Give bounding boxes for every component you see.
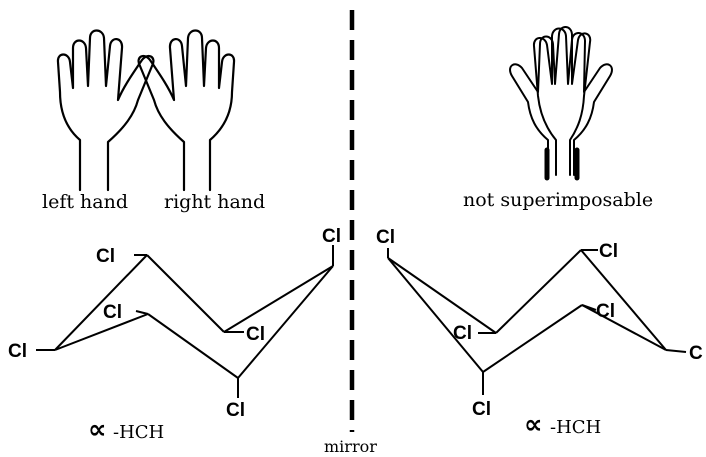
not-superimposable-label: not superimposable [463,189,653,211]
right-hand-icon [137,29,236,192]
left-hand-icon [56,29,155,192]
right-molecule [387,248,687,395]
chlorine-atom: Cl [96,246,115,267]
alpha-symbol-icon: ∝ [88,415,107,445]
right-isomer-label: -HCH [550,417,601,438]
chlorine-atom: Cl [596,301,615,322]
mirror-label: mirror [324,437,377,456]
left-molecule [36,245,334,398]
left-isomer-label: -HCH [113,422,164,443]
overlapping-hands-icon [509,26,613,181]
right-molecule-atoms: Cl Cl Cl Cl Cl C [376,227,703,420]
chlorine-atom: Cl [376,227,395,248]
chlorine-atom: Cl [246,324,265,345]
chlorine-atom: Cl [322,226,341,247]
left-molecule-atoms: Cl Cl Cl Cl Cl Cl [8,226,341,421]
chlorine-atom: Cl [472,399,491,420]
chlorine-atom: Cl [8,341,27,362]
chlorine-atom: Cl [599,241,618,262]
chlorine-atom: Cl [226,400,245,421]
carbon-atom: C [689,343,703,364]
alpha-symbol-icon: ∝ [524,410,543,440]
chlorine-atom: Cl [103,302,122,323]
right-hand-label: right hand [164,191,265,213]
left-hand-label: left hand [42,191,128,213]
chlorine-atom: Cl [453,323,472,344]
